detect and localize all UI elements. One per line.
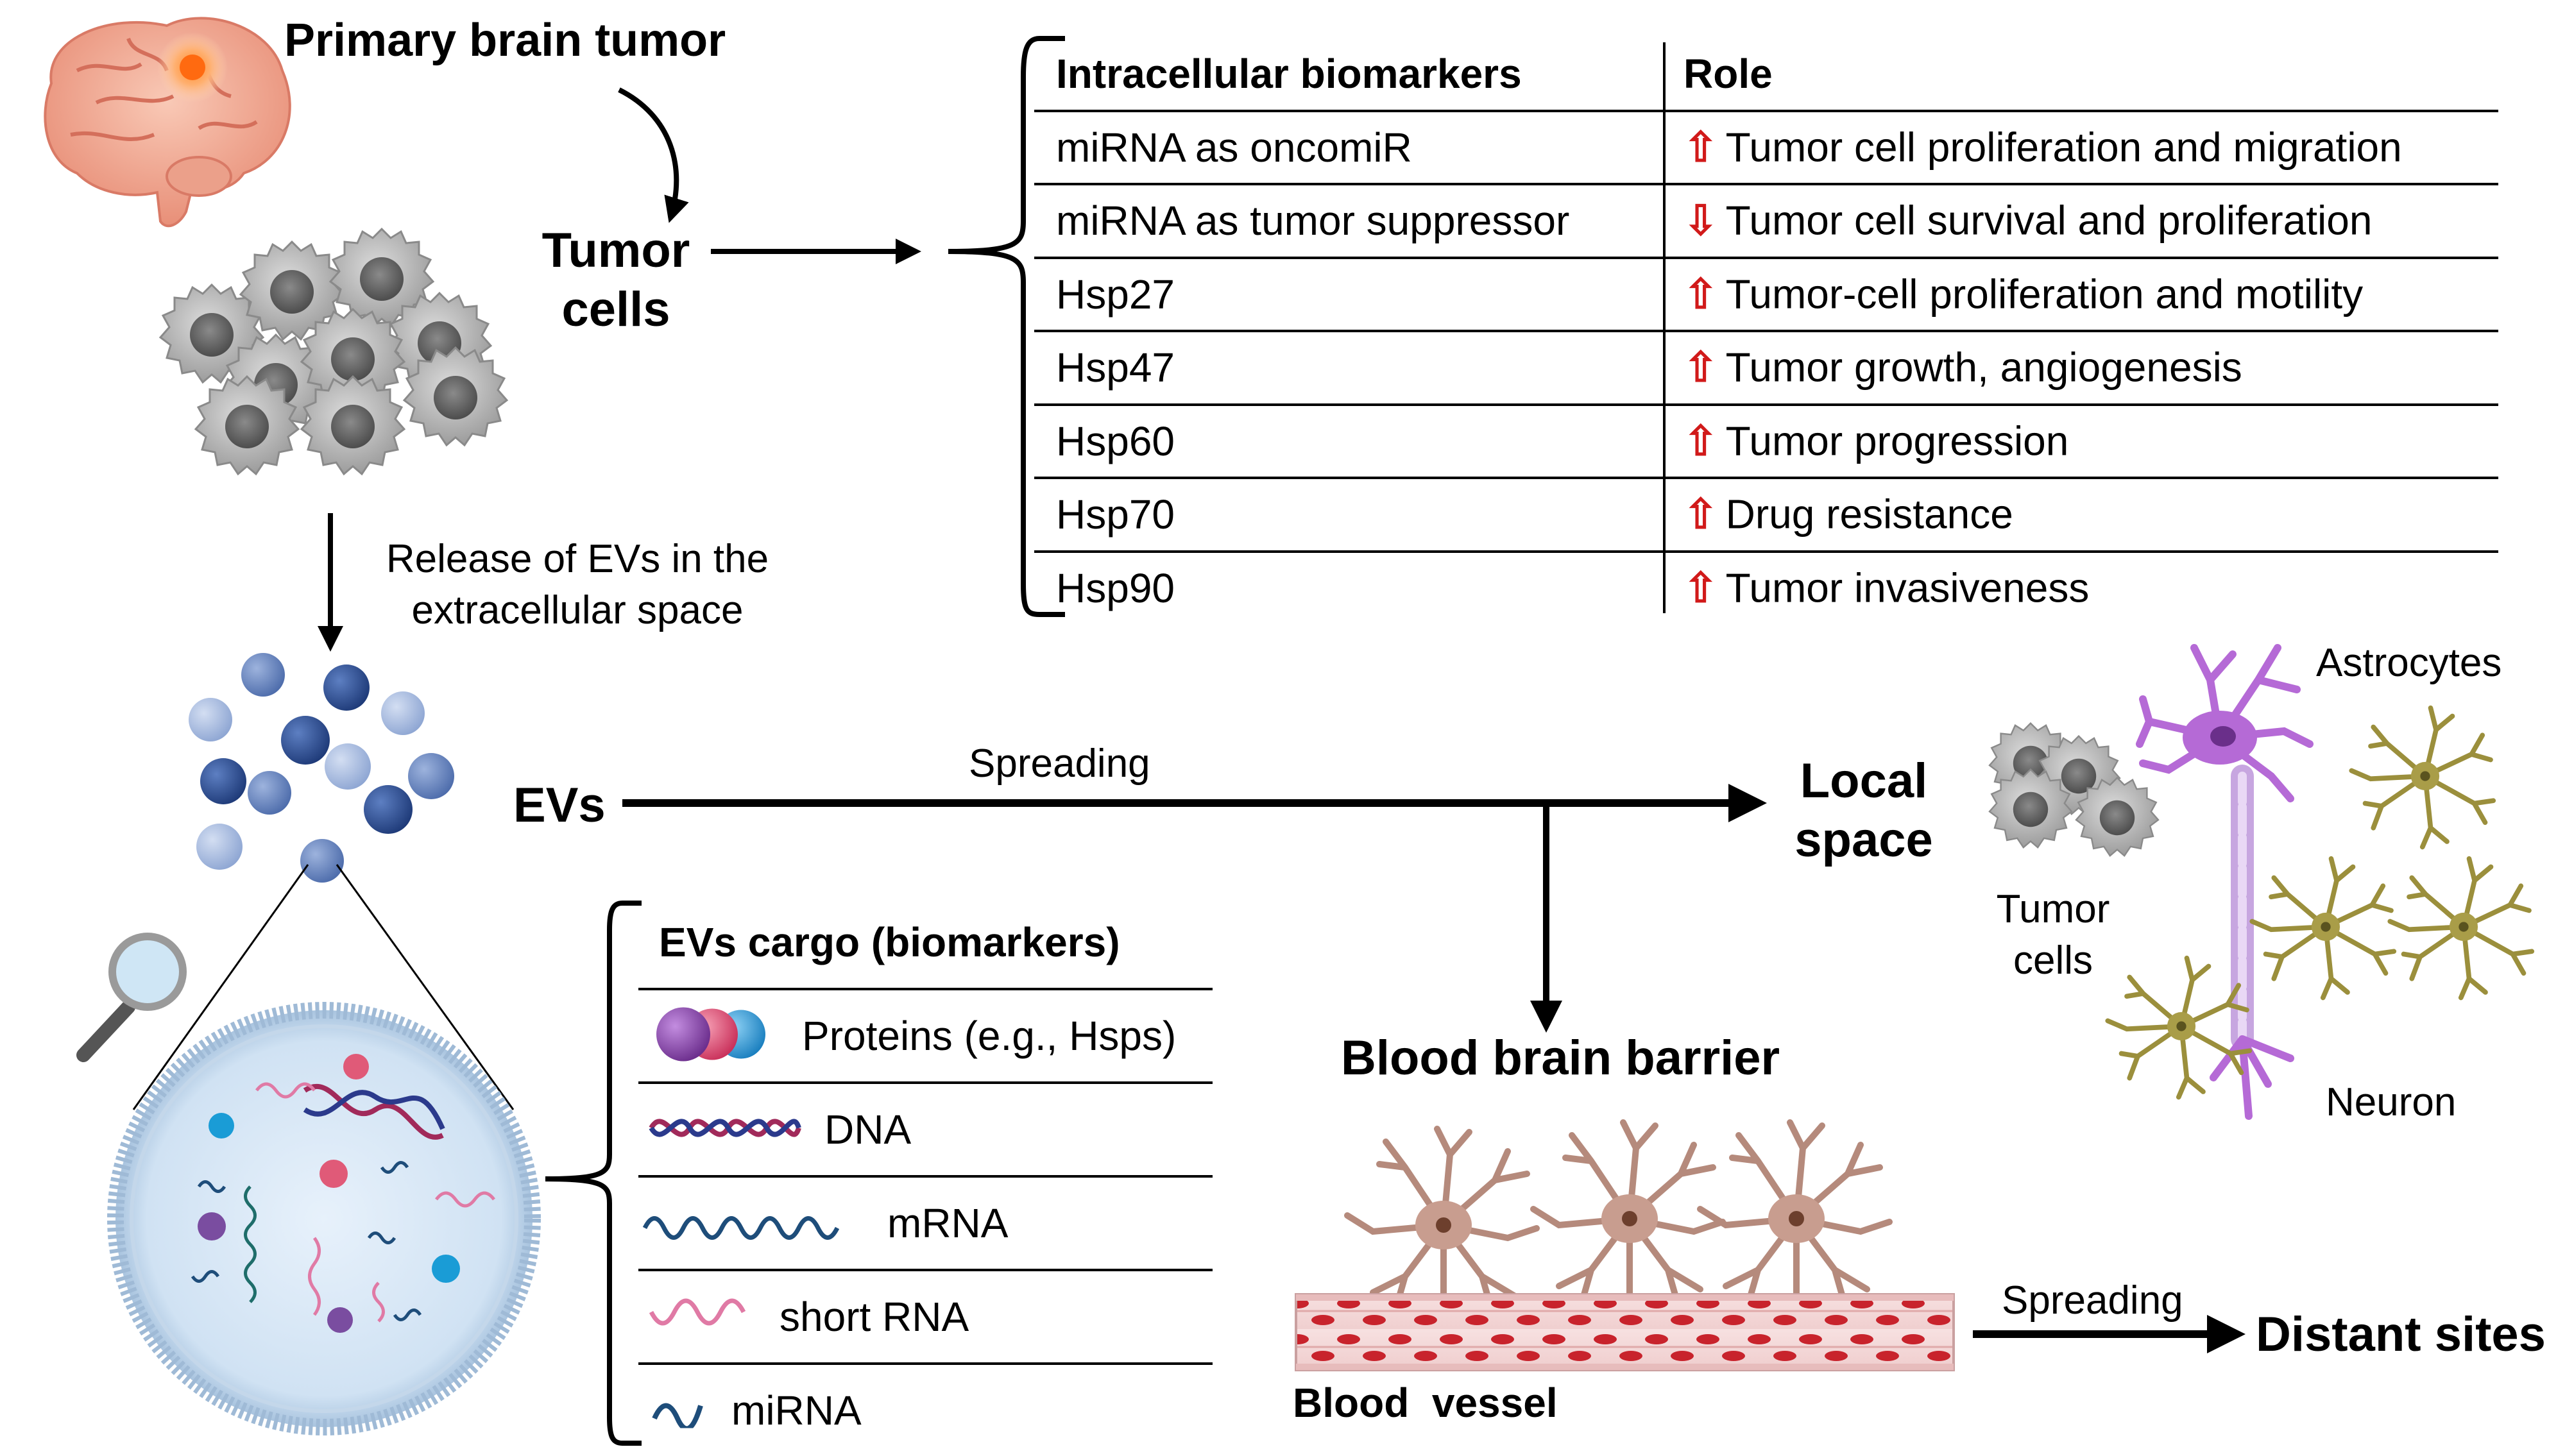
local-tumor-cells-icon	[1988, 722, 2160, 857]
biomarker-name: miRNA as tumor suppressor	[1056, 198, 1570, 244]
biomarker-name: miRNA as oncomiR	[1056, 124, 1412, 171]
ev-vesicle-icon	[107, 1002, 541, 1435]
biomarker-role: ⇧Tumor growth, angiogenesis	[1683, 344, 2242, 392]
header-biomarkers: Intracellular biomarkers	[1056, 51, 1522, 97]
biomarker-name: Hsp60	[1056, 418, 1175, 464]
neuron-icon	[2136, 644, 2314, 1120]
table-row: Hsp70 ⇧Drug resistance	[1034, 479, 2498, 553]
table-row: Hsp47 ⇧Tumor growth, angiogenesis	[1034, 332, 2498, 406]
protein-spheres-icon	[651, 1003, 773, 1070]
biomarker-name: Hsp47	[1056, 344, 1175, 391]
neuron-label: Neuron	[2326, 1080, 2457, 1124]
brain-icon	[44, 17, 291, 228]
primary-brain-tumor-label: Primary brain tumor	[284, 15, 726, 66]
astrocytes-label: Astrocytes	[2316, 641, 2502, 685]
biomarker-table: Intracellular biomarkers Role miRNA as o…	[1034, 38, 2498, 623]
biomarker-name: Hsp70	[1056, 491, 1175, 538]
biomarker-role: ⇧Drug resistance	[1683, 491, 2013, 539]
table-column-divider	[1663, 42, 1666, 613]
cargo-row: short RNA	[638, 1271, 1213, 1365]
table-row: Hsp27 ⇧Tumor-cell proliferation and motil…	[1034, 259, 2498, 332]
local-tumor-cells-label: Tumor cells	[1996, 887, 2110, 983]
zoom-line-left	[132, 864, 309, 1110]
spreading-distant-label: Spreading	[2002, 1278, 2183, 1323]
table-row: Hsp60 ⇧Tumor progression	[1034, 406, 2498, 479]
role-text: Tumor growth, angiogenesis	[1725, 344, 2242, 391]
release-evs-label: Release of EVs in the extracellular spac…	[386, 537, 769, 632]
decrease-arrow-icon: ⇩	[1683, 197, 1718, 244]
cargo-row: mRNA	[638, 1178, 1213, 1271]
table-row: Hsp90 ⇧Tumor invasiveness	[1034, 553, 2498, 624]
distant-sites-label: Distant sites	[2256, 1307, 2546, 1362]
bbb-label: Blood brain barrier	[1341, 1031, 1780, 1085]
local-space-label: Local space	[1794, 754, 1933, 867]
tumor-cell-cluster-icon	[159, 228, 508, 475]
cargo-label: mRNA	[887, 1200, 1009, 1246]
ev-cluster-icon	[189, 653, 454, 883]
blood-vessel-label: Blood vessel	[1293, 1380, 1558, 1426]
increase-arrow-icon: ⇧	[1683, 271, 1718, 317]
spreading-local-label: Spreading	[969, 741, 1150, 786]
cargo-header-row: EVs cargo (biomarkers)	[638, 897, 1213, 990]
role-text: Drug resistance	[1725, 491, 2013, 538]
bbb-cells-icon	[1347, 1122, 1889, 1321]
short-rna-wave-icon	[648, 1296, 751, 1338]
blood-vessel-icon	[1295, 1293, 1955, 1371]
role-text: Tumor-cell proliferation and motility	[1725, 271, 2364, 317]
cargo-row: miRNA	[638, 1365, 1213, 1456]
cargo-label: DNA	[824, 1106, 912, 1153]
increase-arrow-icon: ⇧	[1683, 564, 1718, 611]
increase-arrow-icon: ⇧	[1683, 344, 1718, 391]
increase-arrow-icon: ⇧	[1683, 491, 1718, 538]
increase-arrow-icon: ⇧	[1683, 418, 1718, 464]
biomarker-role: ⇧Tumor cell proliferation and migration	[1683, 123, 2402, 171]
table-brace-icon	[948, 36, 1065, 617]
biomarker-name: Hsp90	[1056, 564, 1175, 611]
biomarker-role: ⇧Tumor progression	[1683, 417, 2068, 465]
role-text: Tumor cell survival and proliferation	[1725, 197, 2373, 244]
ev-cargo-table: EVs cargo (biomarkers) Proteins (e.g., H…	[638, 897, 1213, 1456]
evs-label: EVs	[513, 778, 606, 833]
role-text: Tumor progression	[1725, 418, 2069, 464]
magnifier-icon	[76, 933, 187, 1062]
biomarker-role: ⇩Tumor cell survival and proliferation	[1683, 197, 2372, 245]
cargo-label: miRNA	[731, 1387, 862, 1434]
cargo-row: Proteins (e.g., Hsps)	[638, 990, 1213, 1084]
biomarker-name: Hsp27	[1056, 271, 1175, 317]
role-text: Tumor invasiveness	[1725, 564, 2090, 611]
cargo-row: DNA	[638, 1084, 1213, 1178]
table-header-row: Intracellular biomarkers Role	[1034, 38, 2498, 112]
mirna-wave-icon	[648, 1390, 706, 1432]
biomarker-role: ⇧Tumor-cell proliferation and motility	[1683, 270, 2363, 318]
cargo-label: short RNA	[780, 1294, 969, 1340]
dna-helix-icon	[648, 1106, 802, 1154]
table-row: miRNA as tumor suppressor ⇩Tumor cell sur…	[1034, 185, 2498, 259]
tumor-cells-label: Tumor cells	[541, 223, 690, 337]
cargo-header: EVs cargo (biomarkers)	[659, 919, 1120, 965]
cargo-brace-icon	[545, 901, 642, 1446]
zoom-line-right	[336, 864, 515, 1110]
curved-arrow-icon	[618, 87, 689, 223]
cargo-label: Proteins (e.g., Hsps)	[802, 1013, 1177, 1059]
mrna-wave-icon	[642, 1203, 840, 1244]
biomarker-role: ⇧Tumor invasiveness	[1683, 564, 2089, 612]
increase-arrow-icon: ⇧	[1683, 124, 1718, 171]
table-row: miRNA as oncomiR ⇧Tumor cell proliferatio…	[1034, 112, 2498, 185]
role-text: Tumor cell proliferation and migration	[1725, 124, 2402, 171]
header-role: Role	[1683, 51, 1773, 97]
